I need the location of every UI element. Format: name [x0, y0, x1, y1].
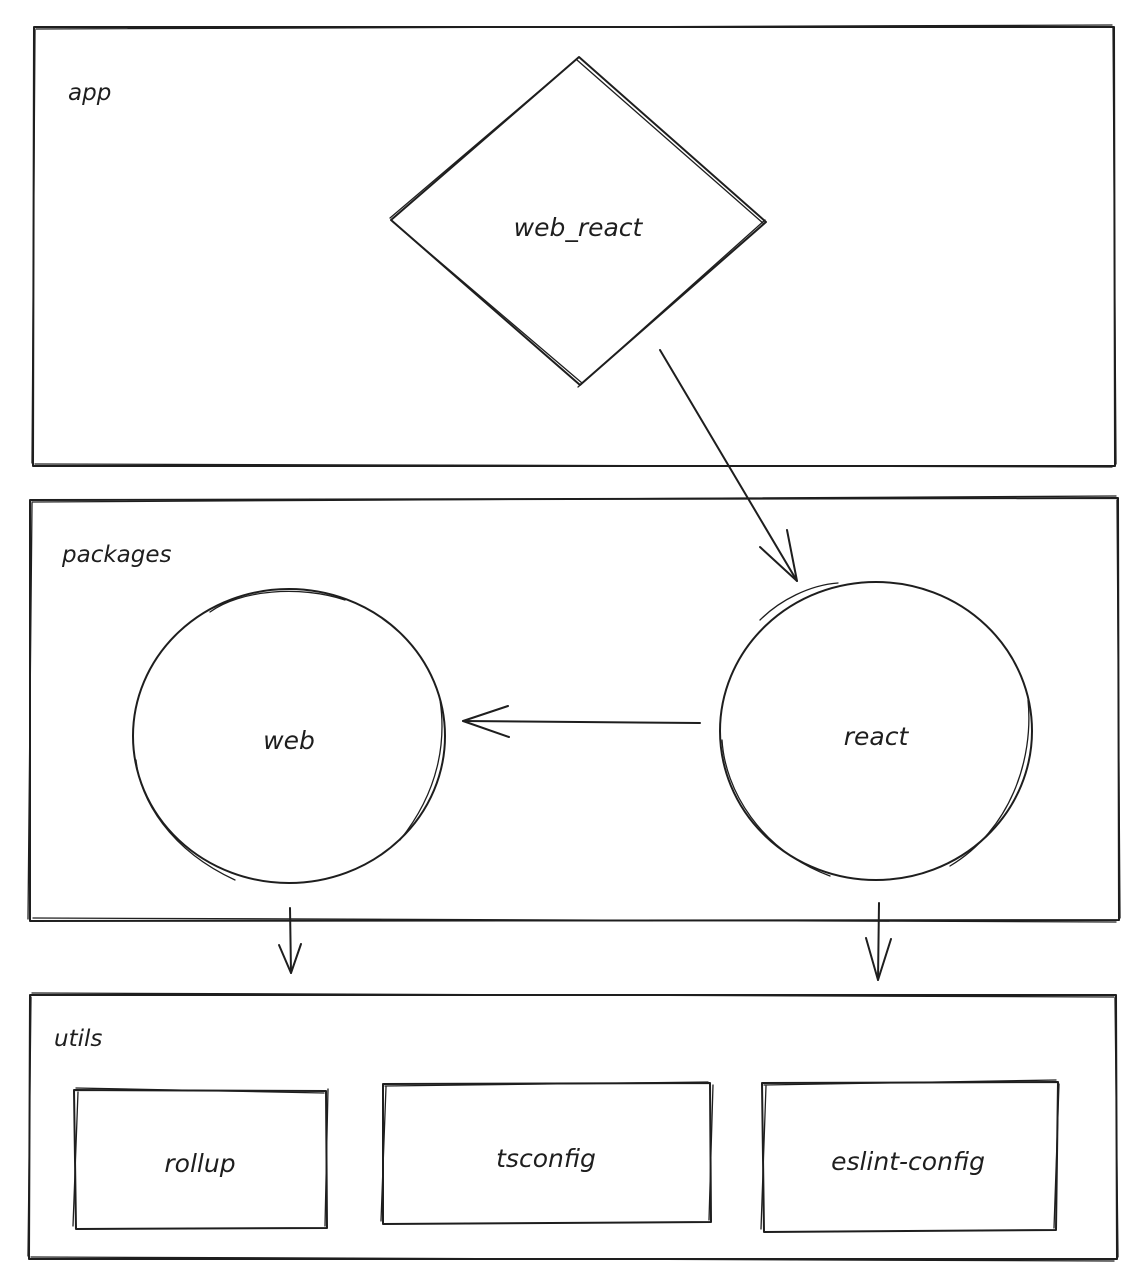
- edge-web-to-utils: [278, 907, 302, 974]
- node-web-react-label: web_react: [514, 213, 644, 242]
- node-web-label: web: [263, 726, 315, 755]
- node-react-label: react: [844, 722, 910, 751]
- group-app-label: app: [68, 80, 111, 106]
- node-tsconfig-label: tsconfig: [496, 1144, 596, 1173]
- group-utils: utils: [27, 992, 1119, 1262]
- group-app: app: [31, 24, 1117, 468]
- node-react: react: [719, 581, 1033, 881]
- node-eslint-config: eslint-config: [760, 1079, 1060, 1233]
- group-packages: packages: [27, 495, 1121, 923]
- edge-react-to-web: [462, 705, 701, 738]
- node-tsconfig: tsconfig: [380, 1081, 714, 1225]
- node-rollup-label: rollup: [164, 1149, 235, 1178]
- node-eslint-config-label: eslint-config: [831, 1147, 985, 1176]
- node-rollup: rollup: [72, 1087, 329, 1230]
- group-packages-label: packages: [61, 542, 172, 568]
- edge-web-react-to-react: [659, 349, 798, 582]
- group-utils-label: utils: [54, 1026, 102, 1052]
- node-web-react: web_react: [389, 56, 767, 388]
- edge-react-to-utils: [865, 902, 892, 981]
- node-web: web: [132, 588, 446, 884]
